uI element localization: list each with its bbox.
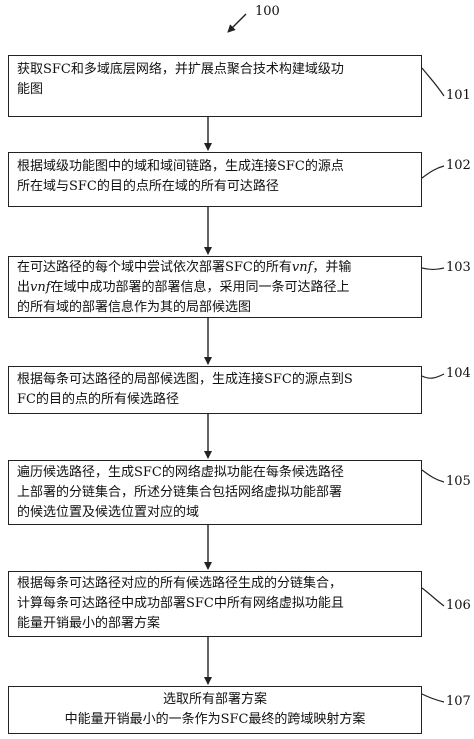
step-number-105: 105 [446, 474, 471, 489]
step-box-106: 根据每条可达路径对应的所有候选路径生成的分链集合， 计算每条可达路径中成功部署S… [8, 571, 422, 637]
step-102-line-1: 根据域级功能图中的域和域间链路，生成连接SFC的源点 [17, 159, 344, 174]
figure-number: 100 [255, 4, 280, 19]
step-box-105: 遍历候选路径，生成SFC的网络虚拟功能在每条候选路径 上部署的分链集合，所述分链… [8, 460, 422, 525]
leader-107 [421, 693, 445, 703]
step-105-line-1: 遍历候选路径，生成SFC的网络虚拟功能在每条候选路径 [17, 465, 344, 480]
leader-101 [421, 67, 445, 97]
step-102-line-2: 所在域与SFC的目的点所在域的所有可达路径 [17, 179, 279, 194]
step-box-102: 根据域级功能图中的域和域间链路，生成连接SFC的源点 所在域与SFC的目的点所在… [8, 152, 422, 207]
figure-pointer-arrow [227, 13, 247, 33]
step-box-107: 选取所有部署方案 中能量开销最小的一条作为SFC最终的跨域映射方案 [8, 686, 422, 734]
leader-105 [421, 469, 445, 483]
step-103-line-1-text-a: 在可达路径的每个域中尝试依次部署SFC的所有 [17, 260, 292, 275]
step-106-line-3: 能量开销最小的部署方案 [17, 616, 161, 631]
step-101-line-2: 能图 [17, 82, 44, 97]
step-box-103: 在可达路径的每个域中尝试依次部署SFC的所有vnf，并输 出vnf在域中成功部署… [8, 256, 422, 318]
step-number-103: 103 [446, 260, 471, 275]
step-103-line-2-vnf: vnf [30, 280, 51, 295]
step-box-104: 根据每条可达路径的局部候选图，生成连接SFC的源点到S FC的目的点的所有候选路… [8, 366, 422, 414]
step-104-line-1: 根据每条可达路径的局部候选图，生成连接SFC的源点到S [17, 372, 353, 387]
leader-106 [421, 587, 445, 607]
step-104-line-2: FC的目的点的所有候选路径 [17, 392, 179, 407]
leader-104 [421, 373, 445, 379]
step-105-line-3: 的候选位置及候选位置对应的域 [17, 505, 200, 520]
step-number-104: 104 [446, 366, 471, 381]
leader-102 [421, 165, 445, 179]
step-number-107: 107 [446, 694, 471, 709]
step-box-101: 获取SFC和多域底层网络，并扩展点聚合技术构建域级功 能图 [8, 55, 422, 117]
step-105-line-2: 上部署的分链集合，所述分链集合包括网络虚拟功能部署 [17, 485, 343, 500]
step-107-line-1: 选取所有部署方案 [162, 692, 267, 707]
step-103-line-1: 在可达路径的每个域中尝试依次部署SFC的所有vnf，并输 [17, 258, 413, 278]
leader-103 [421, 267, 445, 271]
step-103-line-1-text-b: ，并输 [312, 260, 352, 275]
step-103-line-3: 的所有域的部署信息作为其的局部候选图 [17, 300, 252, 315]
step-106-line-2: 计算每条可达路径中成功部署SFC中所有网络虚拟功能且 [17, 596, 344, 611]
step-101-line-1: 获取SFC和多域底层网络，并扩展点聚合技术构建域级功 [17, 62, 344, 77]
step-107-line-2: 中能量开销最小的一条作为SFC最终的跨域映射方案 [64, 712, 366, 727]
step-103-line-2-text-b: 在域中成功部署的部署信息，采用同一条可达路径上 [50, 280, 350, 295]
step-103-line-2: 出vnf在域中成功部署的部署信息，采用同一条可达路径上 [17, 278, 413, 298]
step-103-line-2-text-a: 出 [17, 280, 31, 295]
step-106-line-1: 根据每条可达路径对应的所有候选路径生成的分链集合， [17, 576, 343, 591]
step-number-101: 101 [446, 88, 471, 103]
step-number-102: 102 [446, 158, 471, 173]
step-number-106: 106 [446, 598, 471, 613]
step-103-line-1-vnf: vnf [291, 260, 313, 275]
